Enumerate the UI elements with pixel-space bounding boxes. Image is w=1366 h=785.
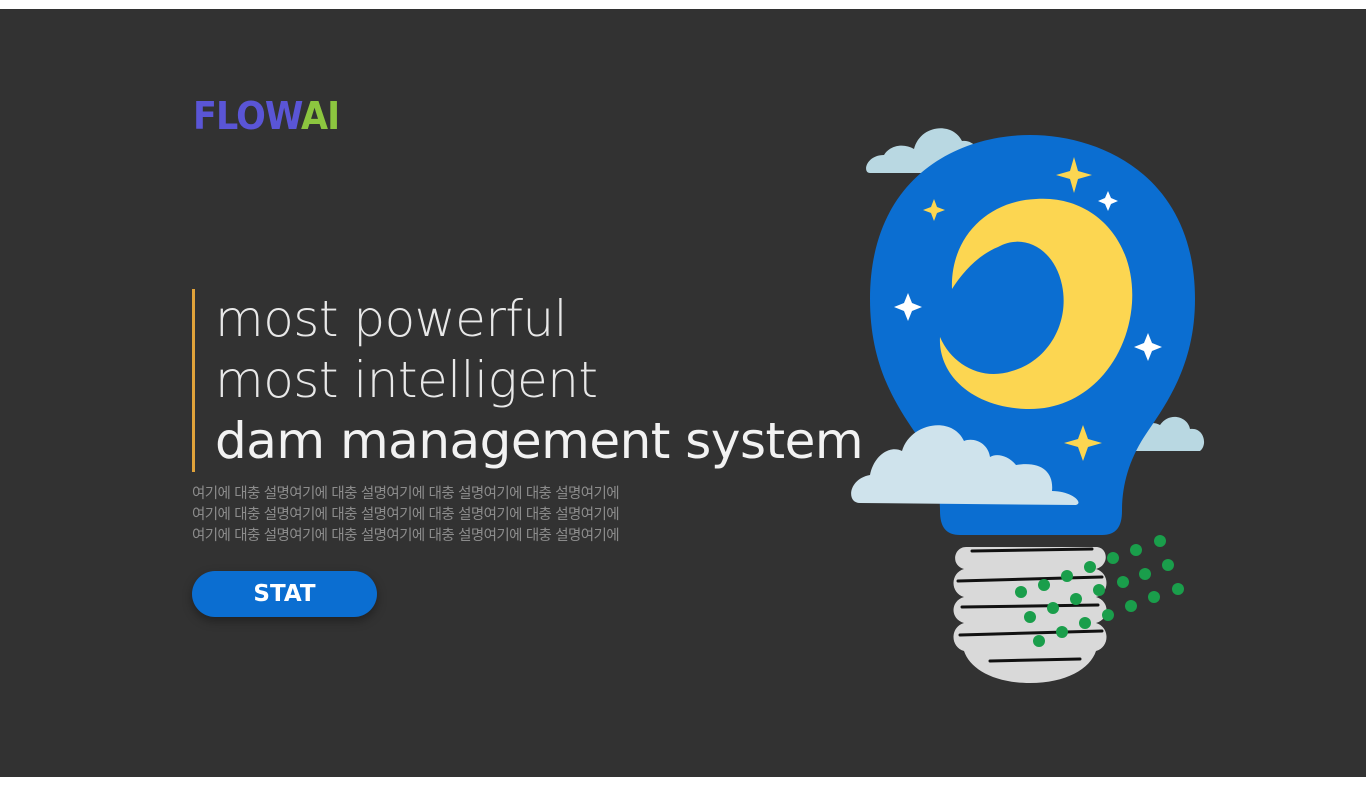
hero-section: FLOWAI most powerful most intelligent da… bbox=[0, 9, 1366, 777]
lightbulb-illustration-icon bbox=[851, 128, 1205, 683]
logo-text-flow: FLOW bbox=[193, 94, 302, 138]
headline-line-1: most powerful bbox=[215, 290, 568, 348]
description-line: 여기에 대충 설명여기에 대충 설명여기에 대충 설명여기에 대충 설명여기에 bbox=[192, 528, 620, 544]
headline-line-2: most intelligent bbox=[215, 351, 598, 409]
dots-decoration bbox=[1015, 535, 1184, 647]
description-line: 여기에 대충 설명여기에 대충 설명여기에 대충 설명여기에 대충 설명여기에 bbox=[192, 507, 620, 523]
star-icon bbox=[923, 157, 1102, 461]
logo[interactable]: FLOWAI bbox=[193, 93, 340, 139]
moon-icon bbox=[939, 198, 1133, 410]
logo-text-ai: AI bbox=[300, 94, 340, 138]
headline: most powerful most intelligent dam manag… bbox=[192, 289, 864, 472]
description: 여기에 대충 설명여기에 대충 설명여기에 대충 설명여기에 대충 설명여기에 … bbox=[192, 484, 752, 547]
stat-button[interactable]: STAT bbox=[192, 571, 377, 617]
star-icon bbox=[894, 191, 1162, 361]
description-line: 여기에 대충 설명여기에 대충 설명여기에 대충 설명여기에 대충 설명여기에 bbox=[192, 486, 620, 502]
cloud-icon bbox=[851, 425, 1079, 505]
headline-line-3: dam management system bbox=[215, 412, 864, 470]
